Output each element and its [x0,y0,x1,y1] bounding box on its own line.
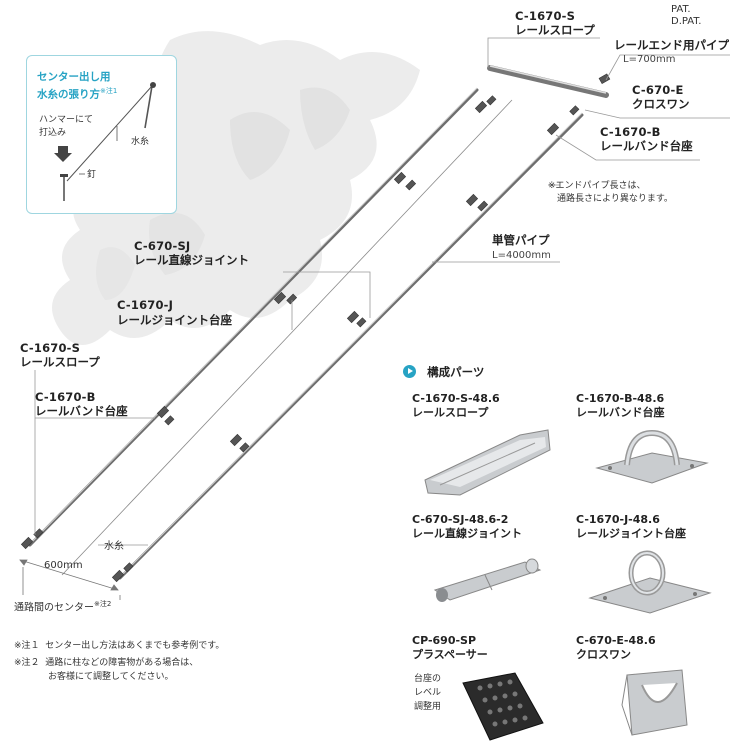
part-name-4: レールジョイント台座 [576,527,686,540]
leader-lines [34,37,730,546]
left-band-code: C-1670-B [35,390,96,404]
play-icon [403,365,416,378]
part-image-straight-joint [433,558,542,602]
water-string [61,99,513,576]
part-code-3: C-670-SJ-48.6-2 [412,513,509,526]
end-pipe [487,65,609,98]
water-line-label: 水糸 [104,541,124,552]
part-name-6: クロスワン [576,648,631,661]
part-name-3: レール直線ジョイント [412,527,522,540]
inset-title-note: ※注1 [100,87,118,95]
part-code-6: C-670-E-48.6 [576,634,656,647]
rail-pipes [28,88,584,580]
crosswan-code: C-670-E [632,83,684,97]
spacer-note-line1: 台座の [414,674,442,684]
inset-title-text: 水糸の張り方 [37,88,100,101]
part-code-2: C-1670-B-48.6 [576,392,665,405]
design-patent-mark: D.PAT. [671,16,702,27]
top-band-name: レールバンド台座 [600,139,693,153]
straight-joint-code: C-670-SJ [134,239,191,253]
single-pipe-name: 単管パイプ [492,233,550,247]
width-label: 600mm [44,560,83,571]
inset-hammer-line2: 打込み [39,128,67,138]
top-band-code: C-1670-B [600,125,661,139]
center-label: 通路間のセンター※注2 [14,598,111,614]
inset-title-line2: 水糸の張り方※注1 [37,84,117,102]
width-dimension [19,559,121,600]
left-band-name: レールバンド台座 [35,404,128,418]
left-slope-code: C-1670-S [20,341,81,355]
footnote-1-mark: ※注１ [14,641,40,651]
footnote-2-text: 通路に柱などの障害物がある場合は、 [45,658,199,668]
end-pipe-name: レールエンド用パイプ [614,38,729,52]
joint-base-code: C-1670-J [117,298,174,312]
spacer-note-line3: 調整用 [414,702,442,712]
joint-base-name: レールジョイント台座 [117,313,232,327]
patent-mark: PAT. [671,4,691,15]
part-image-band-base [595,429,709,484]
footnote-2-mark: ※注２ [14,658,40,668]
part-name-1: レールスロープ [412,406,489,419]
end-pipe-note-line1: ※エンドパイプ長さは、 [548,181,646,191]
inset-water-line-label: 水糸 [131,137,150,147]
parts-heading: 構成パーツ [403,361,484,380]
footnote-2-line2: お客様にて調整してください。 [48,672,174,682]
end-pipe-spec: L=700mm [623,54,676,65]
part-name-2: レールバンド台座 [576,406,665,419]
end-pipe-note-line2: 通路長さにより異なります。 [557,194,673,204]
top-slope-name: レールスロープ [515,23,595,37]
center-label-text: 通路間のセンター [14,602,94,614]
part-code-1: C-1670-S-48.6 [412,392,500,405]
inset-nail-label: 釘 [87,170,97,180]
straight-joint-name: レール直線ジョイント [134,253,249,267]
inset-hammer-line1: ハンマーにて [39,115,94,125]
part-code-5: CP-690-SP [412,634,477,647]
part-code-4: C-1670-J-48.6 [576,513,660,526]
footnote-1: ※注１ センター出し方法はあくまでも参考例です。 [14,640,224,653]
rail-fittings [20,73,611,583]
part-name-5: プラスペーサー [412,648,488,661]
parts-heading-text: 構成パーツ [427,364,485,379]
crosswan-name: クロスワン [632,97,690,111]
footnote-2: ※注２ 通路に柱などの障害物がある場合は、 [14,657,198,670]
single-pipe-spec: L=4000mm [492,250,551,261]
centering-inset: センター出し用 水糸の張り方※注1 ハンマーにて 打込み 水糸 釘 [26,55,177,214]
part-image-spacer [462,672,544,741]
part-image-slope [424,429,551,496]
left-slope-name: レールスロープ [20,355,100,369]
part-image-crosswan [621,669,688,736]
inset-title-line1: センター出し用 [37,71,111,83]
part-image-joint-base [588,550,712,614]
spacer-note-line2: レベル [414,688,442,698]
nail-sketch [54,82,156,201]
top-slope-code: C-1670-S [515,9,576,23]
center-label-note: ※注2 [94,600,112,608]
footnote-1-text: センター出し方法はあくまでも参考例です。 [45,641,225,651]
